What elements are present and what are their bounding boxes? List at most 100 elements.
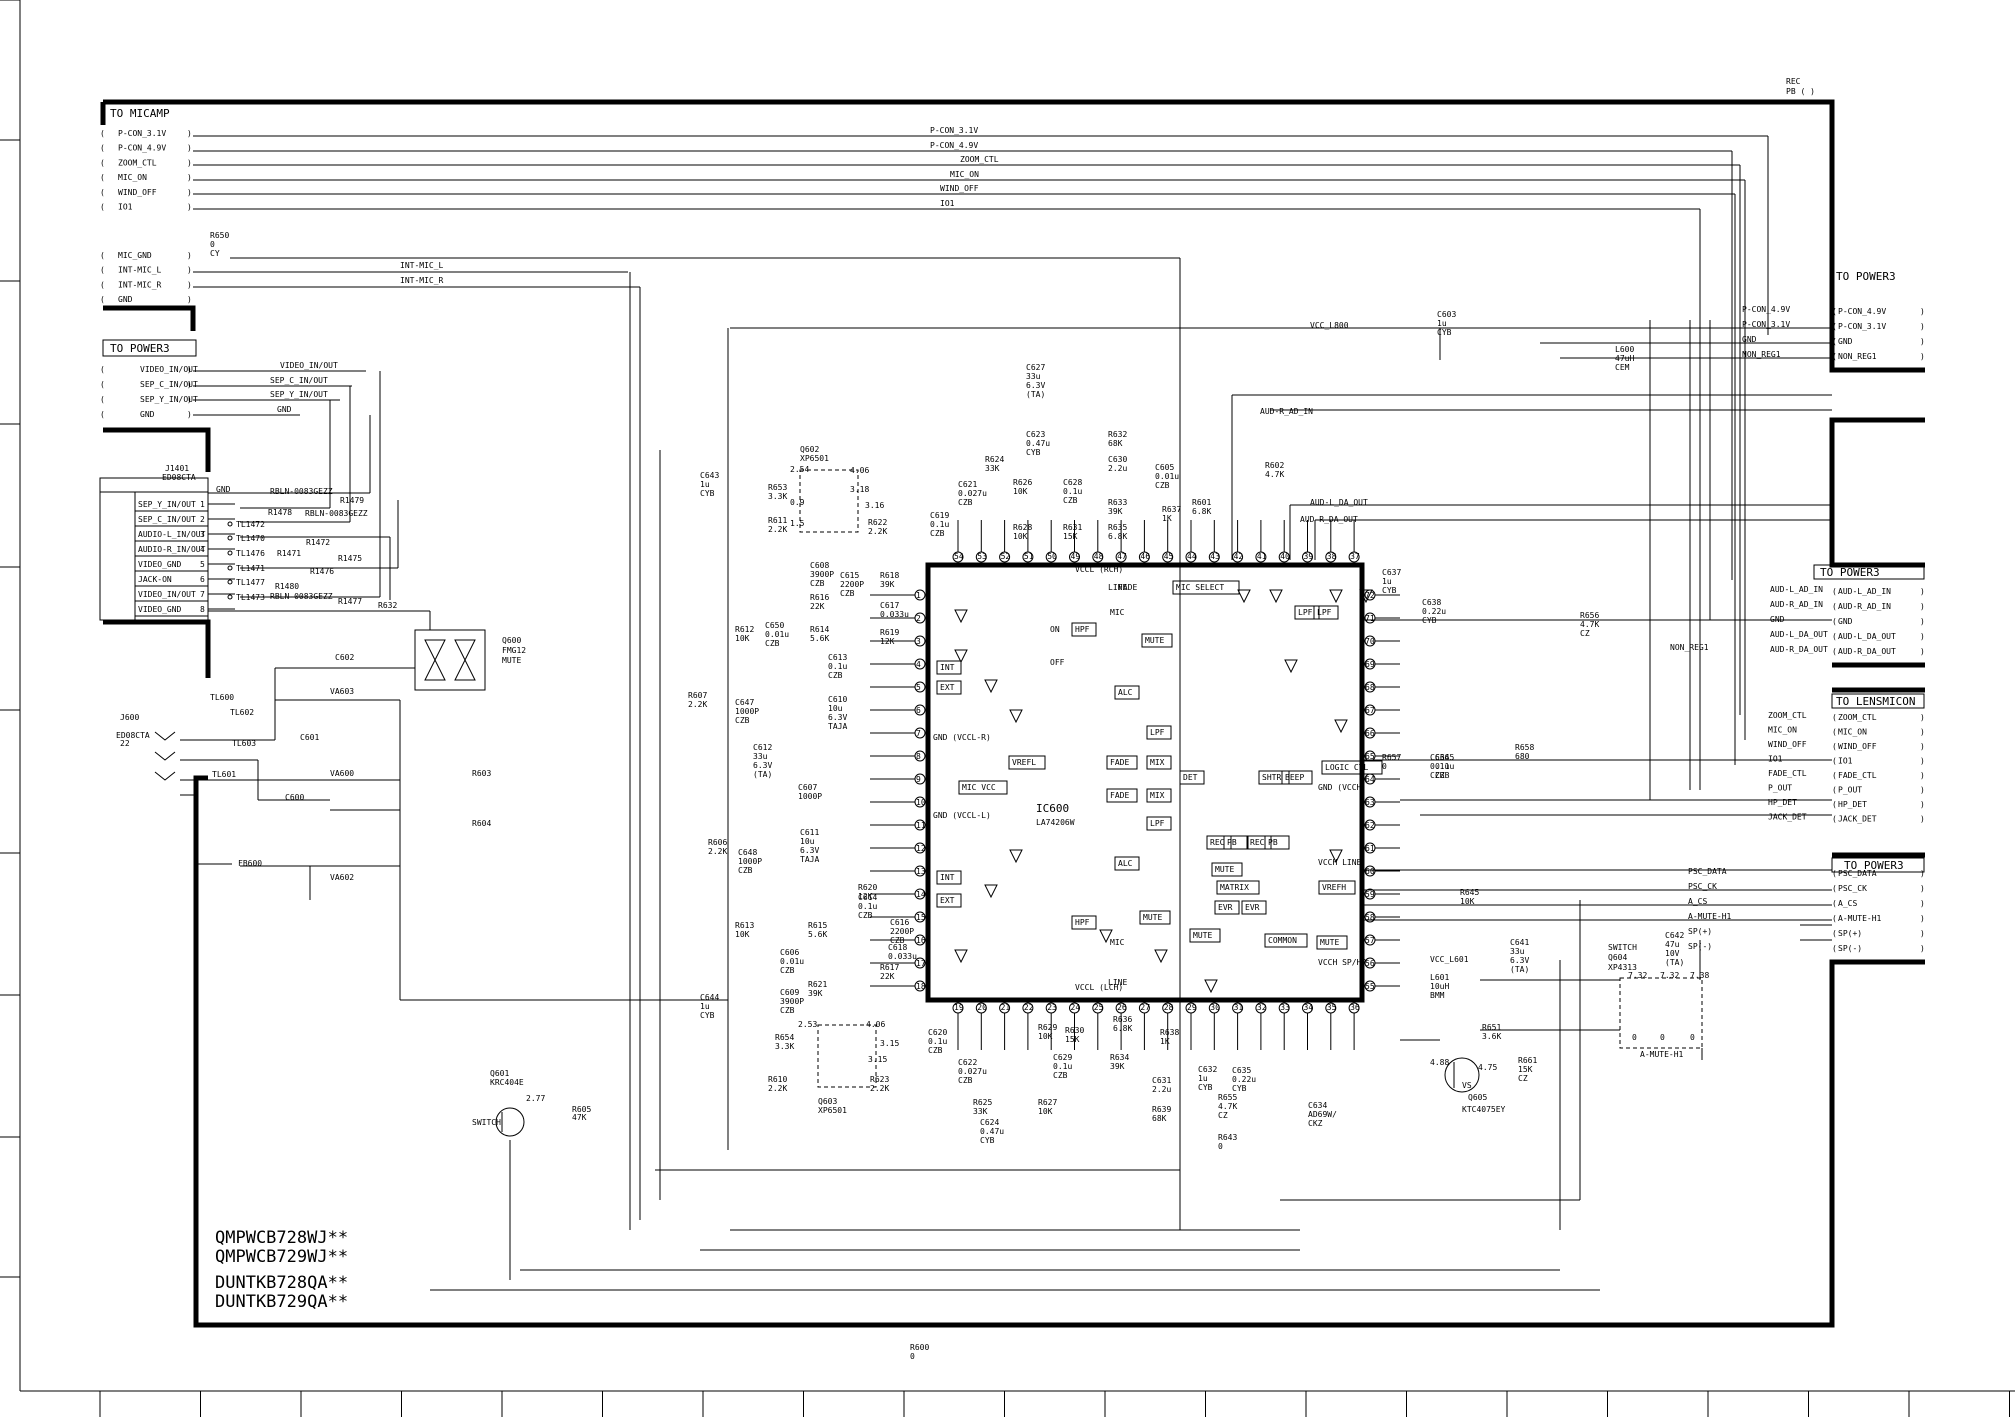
ic-pin-num: 19 (954, 1003, 964, 1012)
component-ref: R601 (1192, 498, 1211, 507)
ic-amplifier (1329, 849, 1343, 864)
lensmicon-wire-label: IO1 (1768, 755, 1783, 764)
pb-label: PB ( ) (1786, 87, 1815, 96)
power3-r2-title: TO POWER3 (1820, 566, 1880, 579)
power3-r2-pin-label: AUD-R_DA_OUT (1838, 647, 1896, 656)
ic-pin-num: 2 (916, 614, 921, 623)
ic-pin-num: 6 (916, 706, 921, 715)
to-power3-right-3: TO POWER3 (PSC_DATA)(PSC_CK)(A_CS)(A-MUT… (1688, 857, 1925, 953)
bus-label: P-CON_3.1V (930, 126, 978, 135)
power3-r3-pin-label: PSC_CK (1838, 884, 1867, 893)
power3-r2-pin-paren: ) (1920, 632, 1925, 641)
power3-left-pin-paren: ( (100, 410, 105, 419)
component-value: 1u (700, 480, 710, 489)
q602-voltage: 4.06 (850, 466, 869, 475)
jack-row-label: AUDIO-R_IN/OUT (138, 545, 206, 554)
ic-pin-num: 64 (1365, 775, 1375, 784)
power3-r3-pin-paren: ( (1832, 914, 1837, 923)
power3-r1-pin-paren: ( (1832, 307, 1837, 316)
component-ref: R635 (1108, 523, 1127, 532)
q601-switch: Q601 KRC404E SWITCH 2.77 R605 47K (472, 1069, 591, 1137)
j600-ref: J600 (120, 713, 139, 722)
ic-left-label: GND (VCCL-R) (933, 733, 991, 742)
bus-label: IO1 (940, 199, 955, 208)
q604-voltage: 7.32 (1660, 971, 1679, 980)
lensmicon-pin-paren: ) (1920, 713, 1925, 722)
power3-r1-pin-label: GND (1838, 337, 1853, 346)
power3-r1-pin-label: P-CON_4.9V (1838, 307, 1886, 316)
ic-block-label: DET (1183, 773, 1198, 782)
micamp-pin-paren: ( (100, 144, 105, 153)
test-point (227, 550, 233, 556)
ic-block-label: VREFH (1322, 883, 1346, 892)
component-ref: R625 (973, 1098, 992, 1107)
power3-r2-pin-paren: ( (1832, 632, 1837, 641)
component-value: 68K (1108, 439, 1123, 448)
component-ref: R627 (1038, 1098, 1057, 1107)
component-value: CZB (828, 671, 843, 680)
power3-r2-pin-paren: ) (1920, 602, 1925, 611)
ic-pin-num: 68 (1365, 683, 1375, 692)
ic-amplifier (1237, 589, 1251, 604)
component-ref: R622 (868, 518, 887, 527)
ic-pin-num: 71 (1365, 614, 1375, 623)
component-ref: L600 (1615, 345, 1634, 354)
ic-block (1139, 910, 1171, 925)
component-value: CZ (1580, 629, 1590, 638)
component-value: BMM (1430, 991, 1445, 1000)
lensmicon-pin-label: HP_DET (1838, 800, 1867, 809)
ic-block-label: PB (1268, 838, 1278, 847)
q603-voltage: 3.15 (880, 1039, 899, 1048)
power3-r1-wire-label: NON_REG1 (1742, 350, 1781, 359)
component-value: 10K (735, 930, 750, 939)
left-part-label: R603 (472, 769, 491, 778)
ic-pin-num: 62 (1365, 821, 1375, 830)
component-value: CZB (958, 498, 973, 507)
component-ref: R612 (735, 625, 754, 634)
ic-block (1318, 880, 1356, 895)
component-ref: C613 (828, 653, 847, 662)
component-ref: C614 (858, 893, 877, 902)
component-value: 3.3K (768, 492, 787, 501)
left-part-label: FB600 (238, 859, 262, 868)
ic-pin-num: 27 (1140, 1003, 1150, 1012)
component-ref: R626 (1013, 478, 1032, 487)
component-value: 33u (1510, 947, 1525, 956)
jack-ref: J1401 (165, 464, 189, 473)
component-ref: C610 (828, 695, 847, 704)
component-value: 10K (1013, 487, 1028, 496)
component-value: 33K (973, 1107, 988, 1116)
q601-resistor: R605 (572, 1105, 591, 1114)
component-value: 3.6K (1482, 1032, 1501, 1041)
component-ref: R623 (870, 1075, 889, 1084)
component-value: 1K (1160, 1037, 1170, 1046)
component-value: 0.01u (780, 957, 804, 966)
power3-r1-wire-label: GND (1742, 335, 1757, 344)
component-ref: C619 (930, 511, 949, 520)
test-point-label: TL1470 (236, 534, 265, 543)
micamp-pin-paren: ( (100, 158, 105, 167)
ic-pin-num: 52 (1001, 552, 1011, 561)
ic-pin-num: 46 (1140, 552, 1150, 561)
jack-row-num: 7 (200, 590, 205, 599)
component-value: CZB (1430, 771, 1445, 780)
ic-block-label: EXT (940, 683, 955, 692)
bus-label: SEP_Y_IN/OUT (270, 390, 328, 399)
ic-label: LINE (1108, 583, 1127, 592)
power3-r3-pin-label: A-MUTE-H1 (1838, 914, 1882, 923)
component-ref: R618 (880, 571, 899, 580)
ic-block (1106, 755, 1138, 770)
power3-r3-wire-label: SP(+) (1688, 927, 1712, 936)
ic-block-label: MUTE (1145, 636, 1164, 645)
model-numbers: QMPWCB728WJ** QMPWCB729WJ** DUNTKB728QA*… (215, 1228, 348, 1312)
left-part-label: VA602 (330, 873, 354, 882)
ic-block-label: MIX (1150, 791, 1165, 800)
micamp-pin-paren: ( (100, 295, 105, 304)
component-value: CZB (1063, 496, 1078, 505)
test-point (227, 565, 233, 571)
bus-label: SEP_C_IN/OUT (270, 376, 328, 385)
component-ref: C643 (700, 471, 719, 480)
ic-pin-num: 28 (1164, 1003, 1174, 1012)
jack-row-num: 6 (200, 575, 205, 584)
ic-ref: IC600 (1036, 802, 1069, 815)
